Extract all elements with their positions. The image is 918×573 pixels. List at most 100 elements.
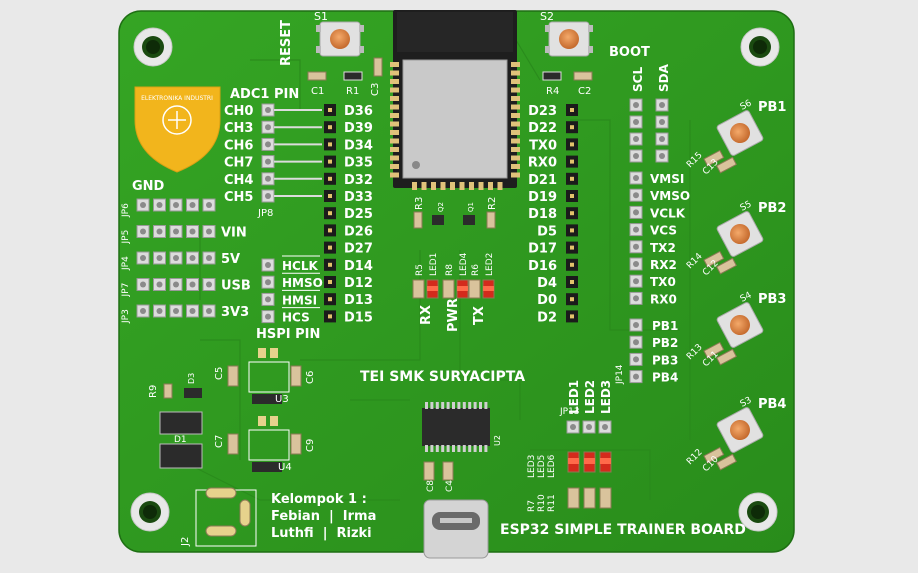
ref-r4: R4 bbox=[546, 86, 559, 97]
logo-text: ELEKTRONIKA INDUSTRI bbox=[141, 95, 213, 102]
spi-pin-label: VCLK bbox=[650, 206, 686, 220]
right-pin-label: D23 bbox=[528, 104, 557, 119]
status-led-label: PWR bbox=[446, 298, 461, 332]
ref-c4: C4 bbox=[445, 480, 455, 492]
power-row-ref: JP6 bbox=[121, 203, 131, 218]
ref-u4: U4 bbox=[278, 462, 292, 473]
ref-d3: D3 bbox=[187, 373, 196, 384]
right-pin-label: TX0 bbox=[529, 138, 557, 153]
reset-label: RESET bbox=[279, 20, 294, 66]
scl-label: SCL bbox=[631, 67, 645, 92]
left-pin-label: D26 bbox=[344, 224, 373, 239]
power-row-label: VIN bbox=[221, 226, 247, 241]
pb-pin-label: PB1 bbox=[652, 319, 678, 333]
push-button[interactable] bbox=[693, 211, 768, 278]
pb-pin-label: PB4 bbox=[652, 371, 678, 385]
left-pin-label: D13 bbox=[344, 293, 373, 308]
ref-r3: R3 bbox=[414, 197, 425, 210]
power-row-label: USB bbox=[221, 279, 251, 294]
spi-pin-label: VMSI bbox=[650, 172, 684, 186]
right-pin-label: D5 bbox=[537, 224, 557, 239]
right-pin-label: D17 bbox=[528, 242, 557, 257]
ref-c7: C7 bbox=[214, 435, 225, 448]
hspi-signal-label: HCLK bbox=[282, 259, 318, 273]
left-pin-label: D15 bbox=[344, 310, 373, 325]
spi-pin-label: RX2 bbox=[650, 258, 677, 272]
right-pin-label: D19 bbox=[528, 190, 557, 205]
boot-button[interactable] bbox=[545, 21, 593, 57]
push-button[interactable] bbox=[693, 110, 768, 177]
spi-pin-label: TX2 bbox=[650, 241, 676, 255]
push-button-label: PB3 bbox=[758, 292, 786, 307]
group-title: Kelompok 1 : bbox=[271, 492, 367, 507]
adc-channel-label: CH4 bbox=[224, 173, 253, 188]
left-pin-label: D33 bbox=[344, 190, 373, 205]
left-pin-label: D39 bbox=[344, 121, 373, 136]
user-led-label: LED2 bbox=[583, 380, 597, 414]
status-led-label: RX bbox=[419, 305, 434, 325]
power-row-ref: JP5 bbox=[121, 230, 131, 245]
pb-pin-label: PB2 bbox=[652, 336, 678, 350]
hspi-title: HSPI PIN bbox=[256, 327, 320, 342]
j2-pads bbox=[195, 487, 257, 547]
ref-r2: R2 bbox=[487, 197, 498, 210]
left-pin-label: D34 bbox=[344, 138, 373, 153]
regulator-u4 bbox=[227, 416, 302, 472]
user-led-resistor: R7 bbox=[527, 500, 537, 512]
pb-header-ref: JP14 bbox=[615, 364, 625, 385]
pb-pin-label: PB3 bbox=[652, 353, 678, 367]
school-logo: ELEKTRONIKA INDUSTRI bbox=[134, 86, 221, 173]
push-button[interactable] bbox=[693, 302, 768, 369]
cap-c4 bbox=[442, 461, 454, 481]
ref-r9: R9 bbox=[148, 385, 159, 398]
status-led-ref: R5 bbox=[415, 264, 425, 276]
ref-d1: D1 bbox=[174, 435, 187, 445]
adc-channel-label: CH6 bbox=[224, 138, 253, 153]
ref-u3: U3 bbox=[275, 394, 289, 405]
reset-button[interactable] bbox=[316, 21, 364, 57]
right-pin-label: D4 bbox=[537, 276, 557, 291]
transistor-area bbox=[413, 211, 496, 229]
regulator-u3 bbox=[227, 348, 302, 404]
right-pin-label: D2 bbox=[537, 310, 557, 325]
push-button-ref: S4 bbox=[739, 290, 754, 304]
left-pin-label: D27 bbox=[344, 242, 373, 257]
status-led-ref: LED4 bbox=[459, 252, 469, 276]
ref-c5: C5 bbox=[214, 367, 225, 380]
hspi-signal-label: HMSO bbox=[282, 276, 323, 290]
push-button-ref: S3 bbox=[739, 395, 754, 409]
school-text: TEI SMK SURYACIPTA bbox=[360, 369, 525, 385]
push-button-label: PB2 bbox=[758, 201, 786, 216]
spi-pin-label: VMSO bbox=[650, 189, 690, 203]
adc-channel-label: CH0 bbox=[224, 104, 253, 119]
right-pin-label: D21 bbox=[528, 173, 557, 188]
usb-c-connector[interactable] bbox=[423, 499, 489, 559]
adc-channel-label: CH3 bbox=[224, 121, 253, 136]
ref-c9: C9 bbox=[305, 439, 316, 452]
push-button-ref: S5 bbox=[739, 199, 754, 213]
right-pin-label: D22 bbox=[528, 121, 557, 136]
user-led-ref: LED6 bbox=[547, 454, 557, 478]
sda-label: SDA bbox=[657, 63, 671, 92]
ref-q1: Q1 bbox=[467, 202, 475, 212]
user-led-label: LED1 bbox=[567, 380, 581, 414]
cap-c8 bbox=[423, 461, 435, 481]
power-row-label: 5V bbox=[221, 252, 240, 267]
boot-label: BOOT bbox=[609, 45, 650, 60]
power-row-label: GND bbox=[132, 179, 165, 194]
user-led-ref: LED5 bbox=[537, 455, 547, 478]
user-led-label: LED3 bbox=[599, 380, 613, 414]
power-row-label: 3V3 bbox=[221, 305, 249, 320]
adc-channel-label: CH5 bbox=[224, 190, 253, 205]
push-button-label: PB1 bbox=[758, 100, 786, 115]
push-button[interactable] bbox=[693, 407, 768, 474]
